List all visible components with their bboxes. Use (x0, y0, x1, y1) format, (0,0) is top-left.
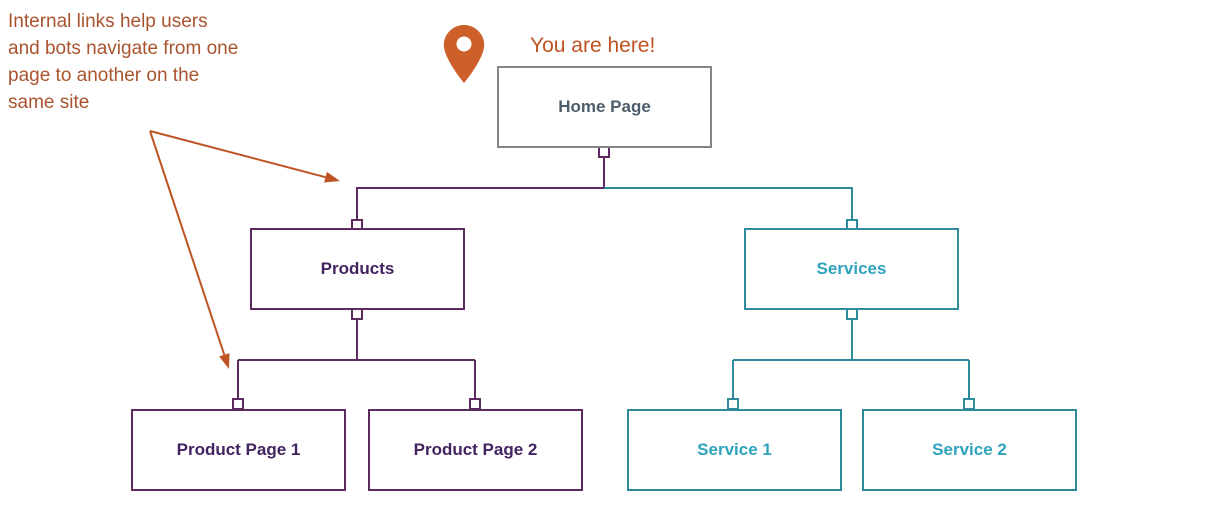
connection-port (598, 146, 610, 158)
connection-port (351, 308, 363, 320)
node-product-page-2[interactable]: Product Page 2 (368, 409, 583, 491)
connection-port (963, 398, 975, 410)
connection-port (232, 398, 244, 410)
connector-home-to-services (604, 187, 853, 228)
node-label: Home Page (558, 97, 651, 116)
connector-home-to-products (356, 148, 605, 228)
node-service-1[interactable]: Service 1 (627, 409, 842, 491)
node-product-page-1[interactable]: Product Page 1 (131, 409, 346, 491)
connector-services-to-children (732, 310, 970, 409)
annotation-arrow-to-products-link (149, 130, 340, 183)
node-label: Products (320, 259, 395, 278)
node-products[interactable]: Products (250, 228, 465, 310)
node-label: Service 1 (697, 440, 772, 459)
connector-products-to-children (237, 310, 476, 409)
node-home-page[interactable]: Home Page (497, 66, 712, 148)
node-services[interactable]: Services (744, 228, 959, 310)
connection-port (846, 308, 858, 320)
connection-port (469, 398, 481, 410)
connection-port (727, 398, 739, 410)
node-label: Services (816, 259, 887, 278)
node-label: Product Page 1 (176, 440, 301, 459)
location-pin-icon (443, 25, 485, 83)
node-service-2[interactable]: Service 2 (862, 409, 1077, 491)
you-are-here-label: You are here! (530, 34, 656, 57)
annotation-text: Internal links help users and bots navig… (8, 11, 239, 113)
annotation-arrow-to-product-pages-link (149, 130, 230, 369)
node-label: Product Page 2 (413, 440, 538, 459)
node-label: Service 2 (932, 440, 1007, 459)
